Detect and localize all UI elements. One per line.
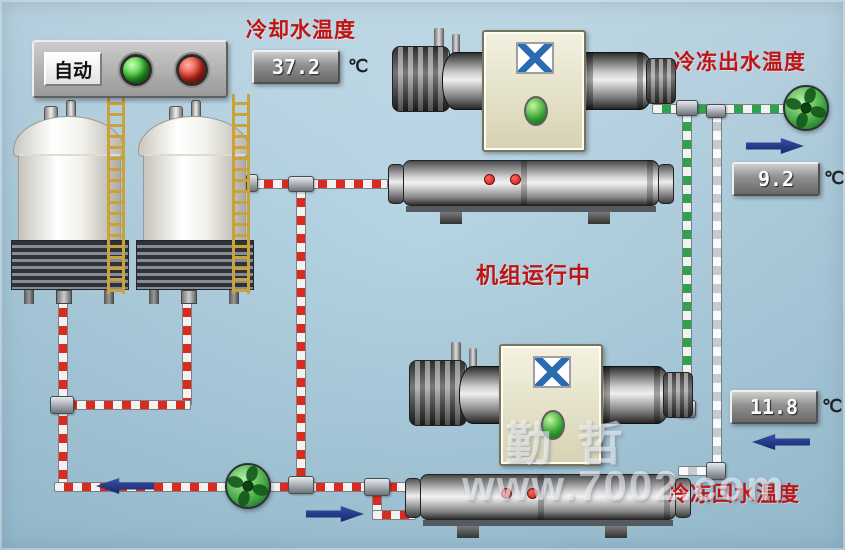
cooling-tower-1 [8,94,133,306]
chiller-leg [605,526,627,538]
pipe-tee-fitting [288,476,314,494]
tower-body [143,154,246,242]
chiller-leg [440,212,462,224]
chiller-control-cabinet [499,344,603,466]
vessel-flange [388,164,404,204]
cooling-water-temp-unit: ℃ [348,56,369,76]
tower-leg [104,290,114,304]
auto-mode-button[interactable]: 自动 [44,52,102,86]
chilled-outlet-temp-value: 9.2 [732,162,820,196]
chiller-base [423,520,673,526]
vessel-endcap [646,58,676,104]
chiller-logo-icon [516,42,554,74]
chiller-unit-1 [388,28,680,224]
pipe-chilled-return-riser [712,112,722,472]
pipe-tee-fitting [676,100,698,116]
pipe-tee-fitting [364,478,390,496]
valve-icon [469,348,477,370]
chilled-outlet-temp-label: 冷冻出水温度 [674,51,806,74]
valve-icon [452,34,460,56]
pipe-tee-fitting [706,104,726,118]
run-indicator-light[interactable] [120,54,152,86]
cooling-water-temp-label: 冷却水温度 [246,19,356,42]
tower-ladder [232,94,250,294]
pipe-tee-fitting [288,176,314,192]
tower-drain [56,290,72,304]
gauge-dot [527,488,538,499]
chiller-status-light [541,410,565,440]
unit-running-status-text: 机组运行中 [476,263,592,288]
vessel-flange [675,478,691,518]
tower-leg [229,290,239,304]
cooling-tower-2 [133,94,258,306]
flow-arrow-left-icon [752,434,810,450]
flow-arrow-right-icon [306,506,364,522]
chilled-return-temp-label: 冷冻回水温度 [668,483,800,506]
chilled-return-temp-value: 11.8 [730,390,818,424]
evaporator-vessel [417,474,679,520]
valve-icon [451,342,461,370]
chilled-outlet-temp-unit: ℃ [824,168,845,188]
vessel-flange [658,164,674,204]
chiller-leg [588,212,610,224]
cooling-water-temp-value: 37.2 [252,50,340,84]
flow-arrow-right-icon [746,138,804,154]
compressor-motor [392,46,450,112]
pipe-cooling-riser [296,188,306,484]
pipe-tee-fitting [50,396,74,414]
pipe-tower2-down [182,298,192,406]
vessel-endcap [663,372,693,418]
control-panel: 自动 [32,40,228,98]
cooling-pump-icon [225,463,271,509]
tower-drain [181,290,197,304]
stop-indicator-light[interactable] [176,54,208,86]
pipe-tower-header [58,400,191,410]
tower-ladder [107,94,125,294]
gauge-dot [484,174,495,185]
pipe-elbow-fitting [706,462,726,480]
gauge-dot [510,174,521,185]
chiller-control-cabinet [482,30,586,152]
tower-body [18,154,121,242]
tower-leg [149,290,159,304]
vessel-flange [405,478,421,518]
chilled-pump-icon [783,85,829,131]
gauge-dot [501,488,512,499]
pipe-cooling-supply [254,179,388,189]
chiller-leg [457,526,479,538]
evaporator-vessel [400,160,662,206]
chilled-return-temp-unit: ℃ [822,396,843,416]
chiller-logo-icon [533,356,571,388]
tower-leg [24,290,34,304]
pipe-tower1-down [58,298,68,488]
valve-icon [434,28,444,56]
chiller-status-light [524,96,548,126]
chiller-unit-2 [405,342,697,538]
chiller-base [406,206,656,212]
